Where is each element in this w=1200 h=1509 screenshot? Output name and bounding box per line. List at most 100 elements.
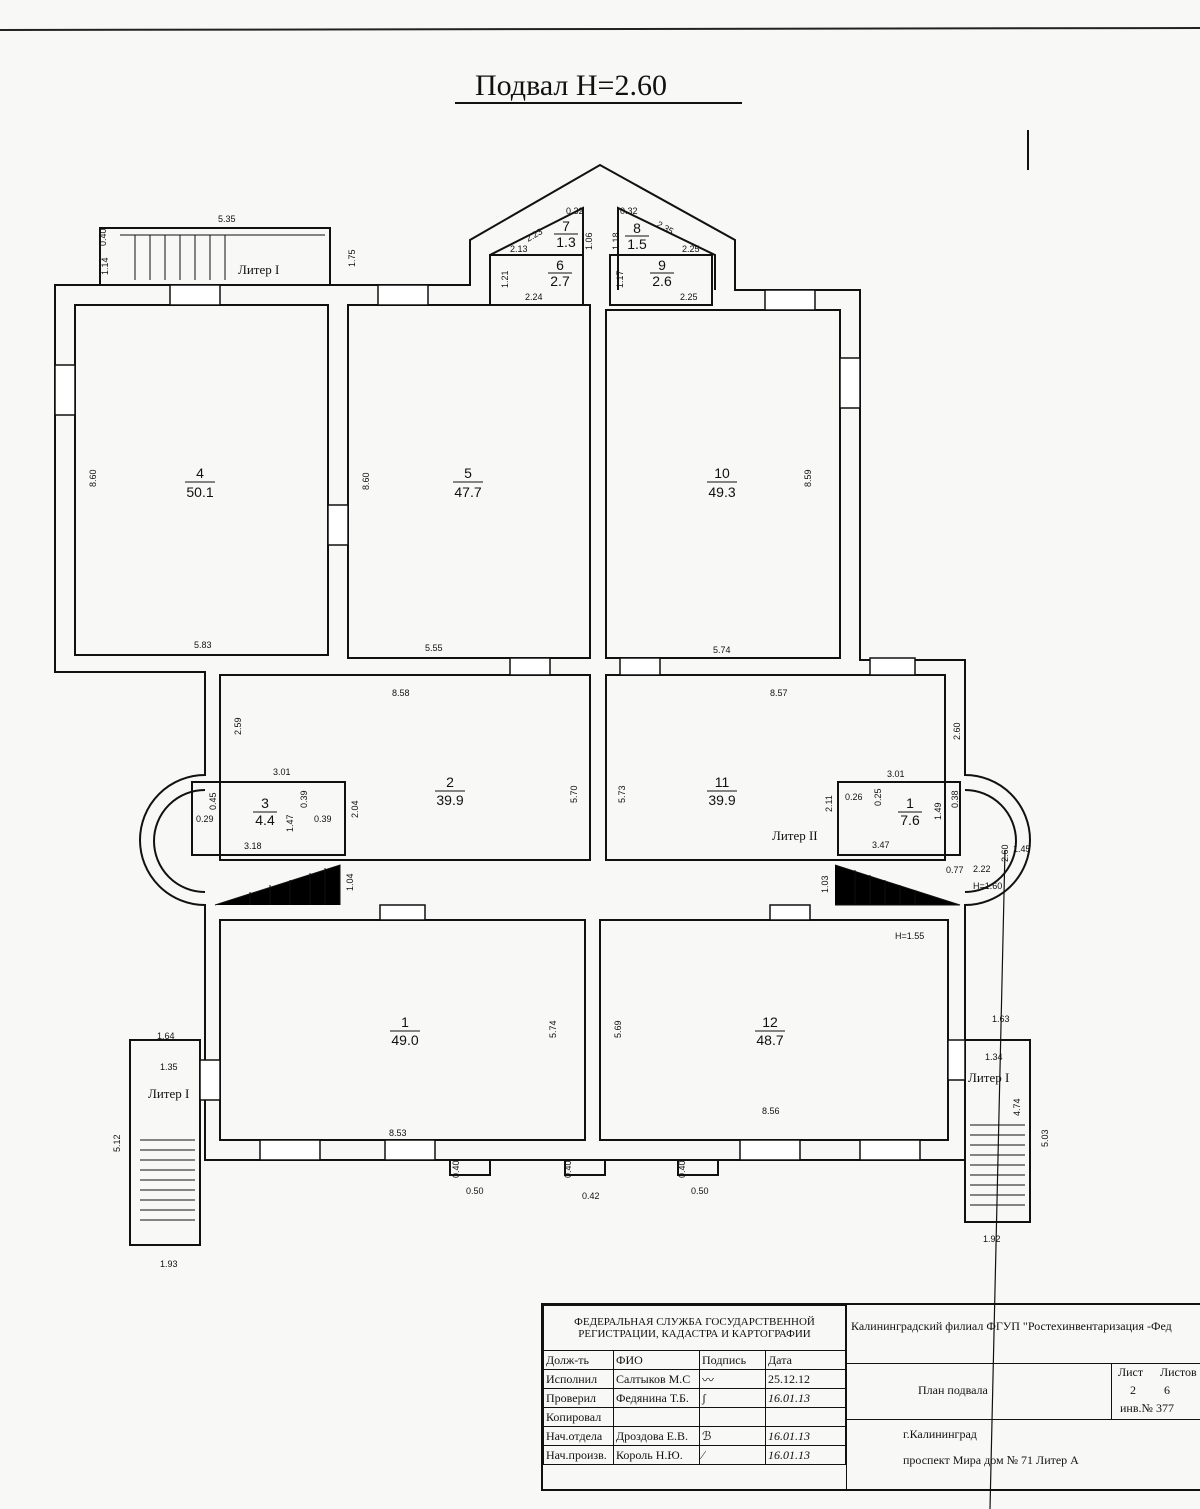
dimension-label: 5.70 [569,785,579,803]
dimension-label: 1.75 [347,249,357,267]
room-6: 62.7 [548,257,572,289]
liter-label: Литер I [968,1070,1009,1085]
table-row: Нач.произв.Король Н.Ю.∕16.01.13 [543,1445,847,1465]
dimension-label: 0.38 [950,790,960,808]
dimension-label: 1.47 [285,814,295,832]
dimension-label: 5.83 [194,640,212,650]
dimension-label: 9 [658,257,666,273]
top-stair-outline [99,227,331,285]
role: Нач.произв. [543,1445,614,1465]
dimension-label: 1.06 [584,232,594,250]
role: Проверил [543,1388,614,1408]
dimension-label: 1.3 [556,234,576,250]
dimension-label: 10 [714,465,730,481]
dimension-label: 2.60 [1000,844,1010,862]
dimension-label: 2.25 [680,292,698,302]
room-9: 92.6 [650,257,674,289]
dimension-label: 3.01 [273,767,291,777]
dimension-label: 2.60 [952,722,962,740]
dimension-label: 49.3 [708,484,735,500]
dimension-label: 0.77 [946,865,964,875]
dimension-label: 5.03 [1040,1129,1050,1147]
dimension-label: 3.47 [872,840,890,850]
signature: ℬ [699,1426,766,1446]
room-10: 10 49.3 [707,465,737,500]
address: проспект Мира дом № 71 Литер А [903,1453,1079,1467]
room-7: 71.3 [554,218,578,250]
signature: ʃ [699,1388,766,1408]
dimension-label: 2 [446,774,454,790]
dimension-label: H=1.55 [895,931,924,941]
dimension-label: 5.74 [548,1020,558,1038]
dimension-label: 0.42 [582,1191,600,1201]
gable-right [617,206,716,290]
sheets-label: Листов [1160,1365,1197,1379]
sheets-count: 6 [1164,1383,1170,1397]
dimension-label: 0.45 [208,792,218,810]
dimension-label: 11 [715,774,730,790]
dimension-label: 8.60 [361,472,371,490]
room-8: 81.5 [625,220,649,252]
date: 16.01.13 [764,1388,847,1408]
room-1-outline [219,919,586,1141]
liter-label: Литер II [772,828,818,843]
dimension-label: 5.69 [613,1020,623,1038]
dimension-label: 0.29 [196,814,214,824]
dimension-label: 0.40 [98,228,108,246]
dimension-label: 7 [562,218,570,234]
dimension-label: 0.39 [314,814,332,824]
dimension-label: 7.6 [900,812,920,828]
fold-line [989,849,1006,1509]
dimension-label: 8.53 [389,1128,407,1138]
dimension-label: 1.63 [992,1014,1010,1024]
dimension-label: 1.14 [100,257,110,275]
room-1-liter-ii-outline [837,781,961,856]
dimension-label: 5.74 [713,645,731,655]
organization-name: Калининградский филиал ФГУП "Ростехинвен… [851,1319,1172,1333]
person: Дроздова Е.В. [613,1426,700,1446]
dimension-label: 5.12 [112,1134,122,1152]
dimension-label: 6 [556,257,564,273]
dimension-label: 1.45 [1013,844,1031,854]
dimension-label: 5 [464,465,472,481]
header-name: ФИО [613,1350,700,1370]
dimension-label: 1.49 [933,802,943,820]
dimension-label: 3.18 [244,841,262,851]
dimension-label: 47.7 [454,484,481,500]
stair-treads [120,234,1025,1221]
dimension-label: 5.55 [425,643,443,653]
right-bay-inner [964,789,1017,893]
dimension-label: 1.93 [160,1259,178,1269]
dimension-label: 1.64 [157,1031,175,1041]
dimension-label: 5.35 [218,214,236,224]
dimension-label: 3 [261,795,269,811]
room-5: 547.7 [453,465,483,500]
dimension-label: 0.40 [563,1160,573,1178]
dimension-label: 1.92 [983,1234,1001,1244]
dimension-label: 0.50 [466,1186,484,1196]
city: г.Калининград [903,1427,977,1441]
room-1: 149.0 [390,1014,420,1048]
room-5-outline [347,304,591,659]
person [613,1407,700,1427]
sheet-number: 2 [1130,1383,1136,1397]
person: Салтыков М.С [613,1369,700,1389]
table-row: Копировал [543,1407,847,1427]
dimension-label: 2.22 [973,864,991,874]
header-position: Долж-ть [543,1350,614,1370]
left-stair-outline [129,1039,201,1246]
dimension-label: 8 [633,220,641,236]
date [764,1407,847,1427]
left-bay-inner [153,789,206,893]
dimension-label: 1.17 [615,270,625,288]
divider [846,1419,1200,1420]
room-10-outline [605,309,841,659]
sheet-label: Лист [1118,1365,1144,1379]
person: Король Н.Ю. [613,1445,700,1465]
dimension-label: 0.40 [677,1160,687,1178]
liter-label: Литер I [148,1086,189,1101]
date: 16.01.13 [764,1445,847,1465]
dimension-label: 0.32 [620,206,638,216]
